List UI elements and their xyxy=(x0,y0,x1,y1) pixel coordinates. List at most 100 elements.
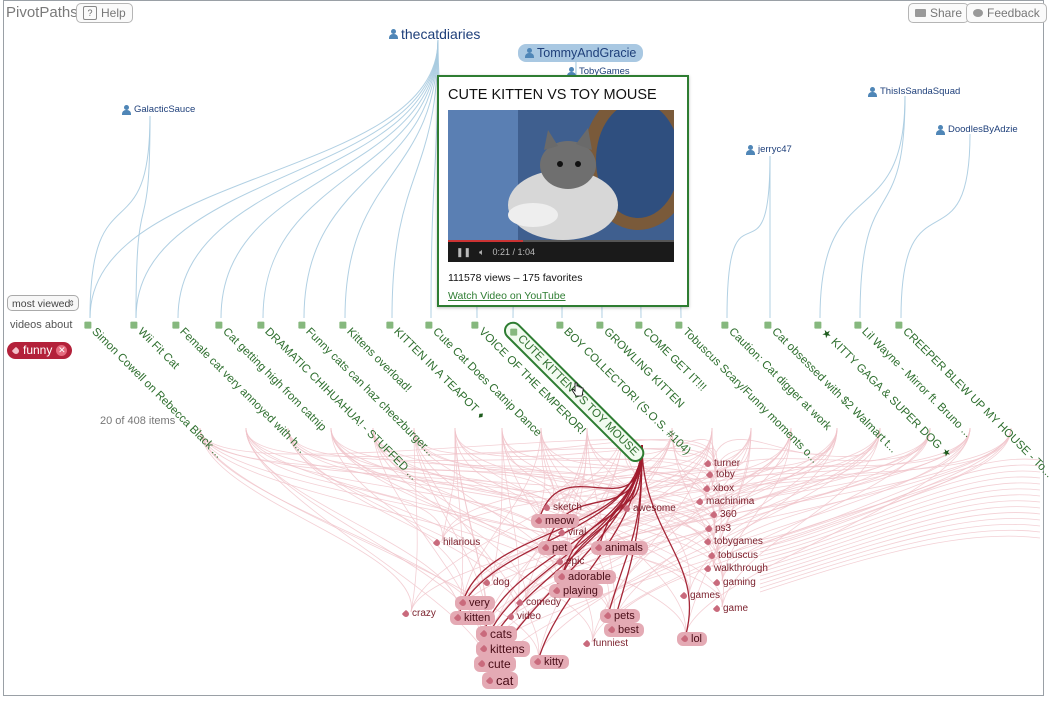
tag-icon xyxy=(712,578,722,587)
link-curve xyxy=(330,427,706,501)
feedback-button[interactable]: Feedback xyxy=(966,3,1047,23)
sort-select[interactable]: most viewed ⇕ xyxy=(7,295,79,311)
link-curve xyxy=(900,133,971,319)
filter-chip-label: funny xyxy=(23,343,53,357)
link-curve xyxy=(759,506,1041,573)
tag-node[interactable]: 360 xyxy=(709,509,737,520)
link-curve xyxy=(711,427,931,488)
tag-node[interactable]: game xyxy=(712,603,748,614)
tag-node[interactable]: pet xyxy=(538,541,573,555)
link-curve xyxy=(135,39,439,319)
link-curve xyxy=(410,427,624,613)
user-node[interactable]: jerryc47 xyxy=(746,144,792,155)
help-button[interactable]: ? Help xyxy=(76,3,133,23)
link-curve xyxy=(712,427,881,541)
tag-node[interactable]: animals xyxy=(591,541,648,555)
tag-node[interactable]: hilarious xyxy=(432,537,480,548)
tag-node[interactable]: machinima xyxy=(695,496,755,507)
tag-node[interactable]: cute xyxy=(474,656,516,672)
player-time: 0:21 / 1:04 xyxy=(492,247,536,257)
tag-node[interactable]: cat xyxy=(482,672,519,689)
tag-icon xyxy=(705,470,715,479)
link-curve xyxy=(199,427,412,613)
tag-node[interactable]: viral xyxy=(557,527,586,538)
tag-node[interactable]: funniest xyxy=(582,638,628,649)
tag-node[interactable]: kitten xyxy=(450,611,496,625)
video-player[interactable]: ❚❚ 🔈︎ 0:21 / 1:04 xyxy=(448,110,674,262)
link-curve xyxy=(287,427,600,546)
link-curve xyxy=(712,427,838,463)
tag-node[interactable]: awesome xyxy=(622,503,676,514)
tag-icon xyxy=(594,543,604,553)
player-controls: ❚❚ 🔈︎ 0:21 / 1:04 xyxy=(448,242,674,262)
tag-label: gaming xyxy=(723,577,756,588)
tag-icon xyxy=(482,578,492,587)
tag-node[interactable]: walkthrough xyxy=(703,563,768,574)
tag-node[interactable]: sketch xyxy=(542,502,582,513)
video-tag-icon xyxy=(675,321,683,329)
user-icon xyxy=(122,104,131,115)
tag-node[interactable]: very xyxy=(455,596,495,610)
tag-node[interactable]: cats xyxy=(476,626,518,642)
tag-icon xyxy=(552,586,562,596)
link-curve xyxy=(759,518,1041,581)
tag-node[interactable]: meow xyxy=(531,514,580,528)
link-curve xyxy=(759,470,1041,549)
tag-node[interactable]: toby xyxy=(705,469,735,480)
tag-label: dog xyxy=(493,577,510,588)
link-curve xyxy=(245,427,723,608)
share-button[interactable]: Share xyxy=(908,3,970,23)
popup-title: CUTE KITTEN VS TOY MOUSE xyxy=(448,87,657,103)
tag-node[interactable]: playing xyxy=(549,584,603,598)
tag-node[interactable]: video xyxy=(506,611,541,622)
volume-icon[interactable]: 🔈︎ xyxy=(479,246,485,257)
user-node[interactable]: GalacticSauce xyxy=(122,104,195,115)
tag-node[interactable]: best xyxy=(604,623,644,637)
tag-node[interactable]: epic xyxy=(555,556,585,567)
tag-label: machinima xyxy=(706,496,755,507)
link-curve xyxy=(413,427,633,508)
tag-node[interactable]: tobuscus xyxy=(707,550,758,561)
link-curve xyxy=(177,39,439,319)
pause-icon[interactable]: ❚❚ xyxy=(456,246,472,257)
user-node[interactable]: DoodlesByAdzie xyxy=(936,124,1018,135)
remove-filter-icon[interactable]: ✕ xyxy=(56,345,68,356)
tag-node[interactable]: ps3 xyxy=(704,523,731,534)
tag-label: pets xyxy=(614,610,635,622)
user-node[interactable]: TobyGames xyxy=(567,66,630,77)
share-label: Share xyxy=(930,6,963,20)
tag-node[interactable]: tobygames xyxy=(703,536,763,547)
tag-label: awesome xyxy=(633,503,676,514)
video-tag-icon xyxy=(84,321,92,329)
tag-node[interactable]: kitty xyxy=(530,655,569,669)
video-tag-icon xyxy=(635,321,643,329)
tag-label: meow xyxy=(545,515,575,527)
user-node[interactable]: ThisIsSandaSquad xyxy=(868,86,960,97)
tag-node[interactable]: lol xyxy=(677,632,708,646)
link-curve xyxy=(538,427,971,519)
link-curve xyxy=(330,427,686,637)
filter-chip-funny[interactable]: funny ✕ xyxy=(7,342,73,359)
tag-node[interactable]: gaming xyxy=(712,577,756,588)
tag-node[interactable]: xbox xyxy=(702,483,734,494)
tag-label: epic xyxy=(566,556,585,567)
tag-node[interactable]: games xyxy=(679,590,721,601)
video-tag-icon xyxy=(471,321,479,329)
tag-node[interactable]: comedy xyxy=(515,597,561,608)
tag-label: cute xyxy=(488,657,511,671)
tag-node[interactable]: kittens xyxy=(476,641,530,657)
watch-on-youtube-link[interactable]: Watch Video on YouTube xyxy=(448,290,566,302)
user-node[interactable]: thecatdiaries xyxy=(389,26,480,42)
tag-node[interactable]: turner xyxy=(703,458,740,469)
tag-node[interactable]: dog xyxy=(482,577,510,588)
user-node[interactable]: TommyAndGracie xyxy=(518,44,644,62)
tag-icon xyxy=(515,598,525,607)
tag-node[interactable]: adorable xyxy=(554,570,616,584)
user-icon xyxy=(936,124,945,135)
tag-label: games xyxy=(690,590,721,601)
tag-node[interactable]: crazy xyxy=(401,608,436,619)
video-progress-bar[interactable] xyxy=(448,240,674,242)
tag-node[interactable]: pets xyxy=(600,609,640,623)
user-label: DoodlesByAdzie xyxy=(948,124,1018,135)
link-curve xyxy=(711,427,722,555)
